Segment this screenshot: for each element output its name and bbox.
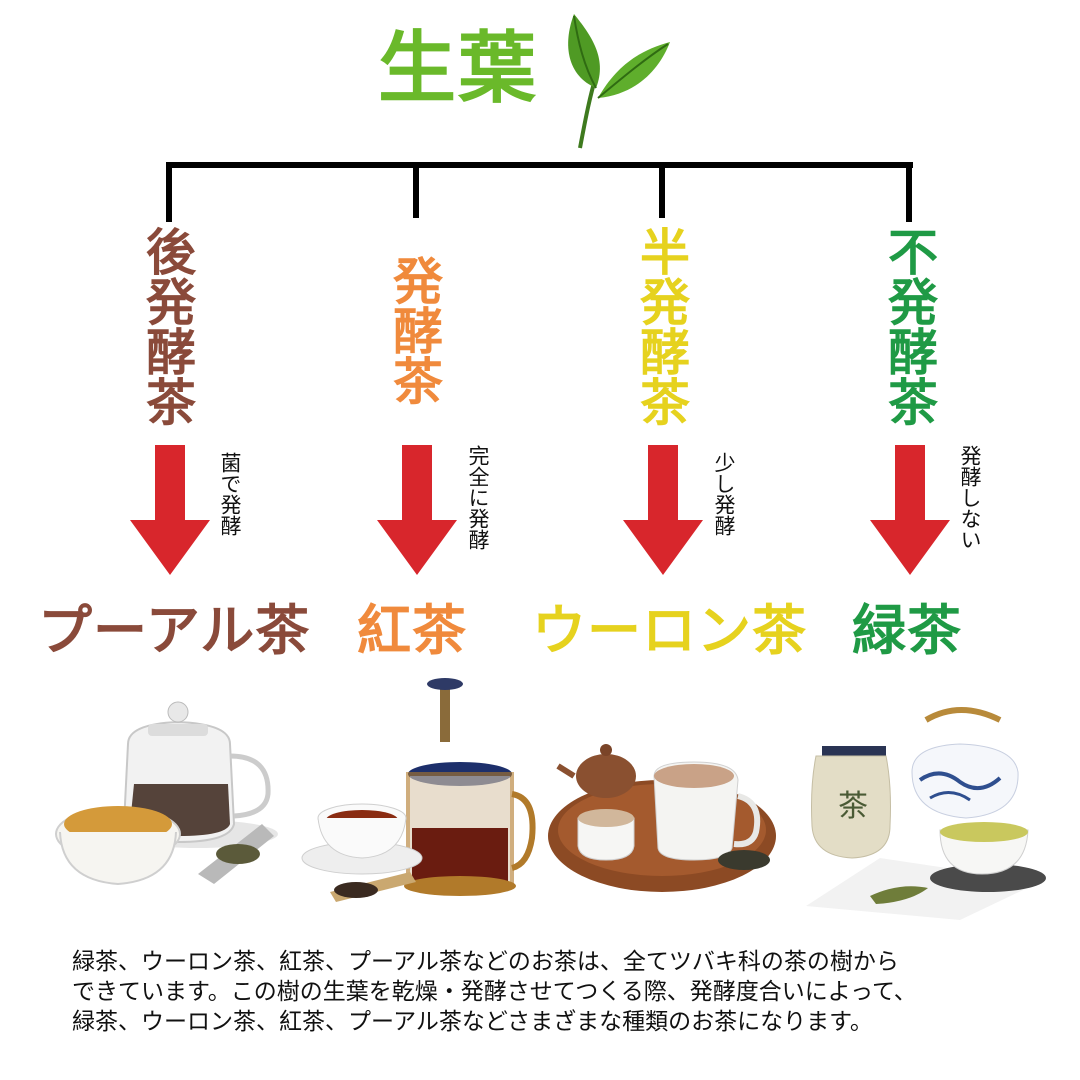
arrow-down-icon (623, 445, 703, 575)
category-non-fermented: 不発酵茶 (880, 226, 938, 426)
category-fermented: 発酵茶 (385, 255, 443, 405)
arrow-down-icon (130, 445, 210, 575)
tea-name-puerh: プーアル茶 (38, 599, 311, 662)
svg-text:茶: 茶 (838, 789, 868, 824)
arrow-down-icon (377, 445, 457, 575)
green-tea-set-image: 茶 (806, 707, 1046, 920)
note-not-fermented: 発酵しない (958, 445, 982, 550)
tea-name-black-tea: 紅茶 (357, 599, 467, 662)
note-slightly-fermented: 少し発酵 (712, 452, 736, 536)
root-title: 生葉 (378, 24, 539, 114)
category-semi-fermented: 半発酵茶 (632, 226, 690, 426)
description-line: できています。この樹の生葉を乾燥・発酵させてつくる際、発酵度合いによって、 (72, 979, 917, 1005)
note-fully-fermented: 完全に発酵 (466, 445, 490, 550)
oolong-tea-set-image (548, 744, 776, 892)
tree-connector (166, 162, 913, 222)
description: 緑茶、ウーロン茶、紅茶、プーアル茶などのお茶は、全てツバキ科の茶の樹から できて… (72, 947, 1032, 1037)
tea-name-oolong: ウーロン茶 (532, 599, 807, 662)
description-line: 緑茶、ウーロン茶、紅茶、プーアル茶などのお茶は、全てツバキ科の茶の樹から (72, 949, 899, 975)
note-fermented-by-microbes: 菌で発酵 (218, 452, 242, 536)
black-tea-set-image (301, 678, 536, 902)
description-line: 緑茶、ウーロン茶、紅茶、プーアル茶などさまざまな種類のお茶になります。 (72, 1009, 873, 1035)
category-post-fermented: 後発酵茶 (138, 226, 196, 426)
arrow-down-icon (870, 445, 950, 575)
tea-name-green-tea: 緑茶 (852, 599, 962, 662)
tea-leaf-icon (568, 14, 670, 149)
puerh-tea-set-image (55, 701, 278, 886)
